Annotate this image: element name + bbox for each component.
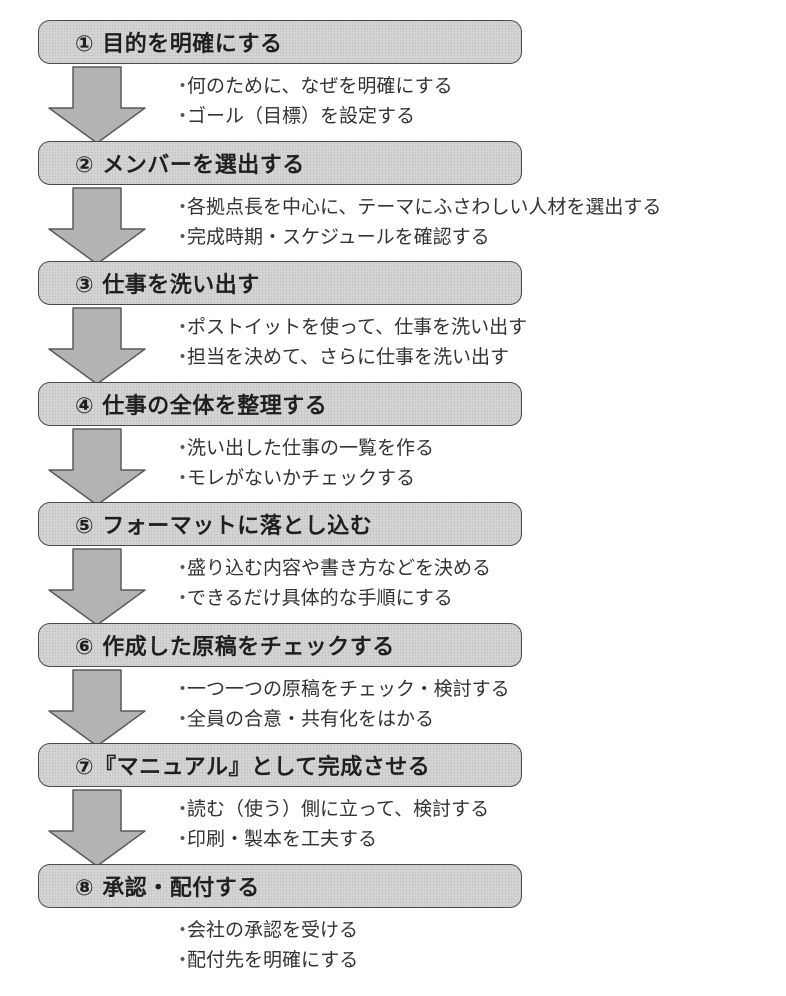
step-bullet-list: ・洗い出した仕事の一覧を作る・モレがないかチェックする [173,433,434,493]
process-step-7: ⑦『マニュアル』として完成させる ・読む（使う）側に立って、検討する・印刷・製本… [0,743,786,867]
step-bullet-item: ・担当を決めて、さらに仕事を洗い出す [173,342,527,372]
step-box: ④ 仕事の全体を整理する [38,381,522,426]
step-box: ② メンバーを選出する [38,140,522,185]
step-title: ⑧ 承認・配付する [75,875,260,901]
step-bullet-item: ・洗い出した仕事の一覧を作る [173,433,434,463]
step-title: ① 目的を明確にする [75,32,283,57]
bullet-marker: ・ [173,828,193,850]
step-bullet-item: ・ポストイットを使って、仕事を洗い出す [173,312,527,342]
down-arrow-icon [48,66,146,144]
step-bullet-item: ・ゴール（目標）を設定する [173,101,453,131]
process-step-4: ④ 仕事の全体を整理する ・洗い出した仕事の一覧を作る・モレがないかチェックする [0,381,786,506]
step-bullet-item: ・全員の合意・共有化をはかる [173,704,510,734]
step-bullet-list: ・各拠点長を中心に、テーマにふさわしい人材を選出する・完成時期・スケジュールを確… [173,192,661,252]
bullet-text: 担当を決めて、さらに仕事を洗い出す [187,346,510,368]
step-bullet-item: ・モレがないかチェックする [173,463,434,493]
step-box: ⑧ 承認・配付する [38,863,522,908]
bullet-text: 各拠点長を中心に、テーマにふさわしい人材を選出する [187,195,662,218]
bullet-marker: ・ [173,918,193,941]
bullet-text: ゴール（目標）を設定する [187,105,416,127]
step-box: ① 目的を明確にする [38,20,522,64]
step-bullet-item: ・盛り込む内容や書き方などを決める [173,553,491,583]
bullet-text: 配付先を明確にする [187,948,359,971]
step-title: ③ 仕事を洗い出す [75,273,260,298]
step-bullet-list: ・ポストイットを使って、仕事を洗い出す・担当を決めて、さらに仕事を洗い出す [173,312,527,372]
bullet-text: 印刷・製本を工夫する [187,828,378,850]
down-arrow-icon [48,548,146,626]
process-step-3: ③ 仕事を洗い出す ・ポストイットを使って、仕事を洗い出す・担当を決めて、さらに… [0,261,786,385]
step-bullet-item: ・できるだけ具体的な手順にする [173,583,491,613]
step-bullet-item: ・読む（使う）側に立って、検討する [173,794,489,824]
bullet-text: 何のために、なぜを明確にする [187,75,453,97]
bullet-marker: ・ [173,707,193,730]
process-step-2: ② メンバーを選出する ・各拠点長を中心に、テーマにふさわしい人材を選出する・完… [0,140,786,265]
step-box: ⑥ 作成した原稿をチェックする [38,622,522,667]
step-bullet-list: ・何のために、なぜを明確にする・ゴール（目標）を設定する [173,71,453,131]
bullet-marker: ・ [173,587,193,609]
step-title: ② メンバーを選出する [75,152,305,178]
bullet-text: ポストイットを使って、仕事を洗い出す [187,316,528,338]
bullet-marker: ・ [173,557,193,579]
bullet-text: 盛り込む内容や書き方などを決める [187,557,492,579]
bullet-marker: ・ [173,225,193,248]
bullet-marker: ・ [173,798,193,820]
step-title: ⑤ フォーマットに落とし込む [75,514,373,539]
bullet-marker: ・ [173,436,193,459]
step-bullet-list: ・会社の承認を受ける・配付先を明確にする [173,915,358,975]
step-bullet-list: ・一つ一つの原稿をチェック・検討する・全員の合意・共有化をはかる [173,674,510,734]
step-box: ⑤ フォーマットに落とし込む [38,502,522,546]
bullet-marker: ・ [173,948,193,971]
down-arrow-icon [48,427,146,506]
bullet-text: モレがないかチェックする [187,466,416,489]
bullet-marker: ・ [173,316,193,338]
step-title: ⑦『マニュアル』として完成させる [75,755,431,780]
bullet-text: 全員の合意・共有化をはかる [187,707,435,730]
step-bullet-list: ・盛り込む内容や書き方などを決める・できるだけ具体的な手順にする [173,553,491,613]
step-title: ④ 仕事の全体を整理する [75,393,328,419]
step-bullet-item: ・各拠点長を中心に、テーマにふさわしい人材を選出する [173,192,661,222]
step-bullet-item: ・何のために、なぜを明確にする [173,71,453,101]
bullet-marker: ・ [173,466,193,489]
process-step-6: ⑥ 作成した原稿をチェックする ・一つ一つの原稿をチェック・検討する・全員の合意… [0,622,786,747]
down-arrow-icon [48,186,146,265]
step-title: ⑥ 作成した原稿をチェックする [75,634,395,660]
step-box: ⑦『マニュアル』として完成させる [38,743,522,787]
bullet-text: 一つ一つの原稿をチェック・検討する [187,677,510,700]
down-arrow-icon [48,668,146,747]
step-bullet-item: ・一つ一つの原稿をチェック・検討する [173,674,510,704]
down-arrow-icon [48,789,146,867]
bullet-text: 洗い出した仕事の一覧を作る [187,436,435,459]
process-step-1: ① 目的を明確にする ・何のために、なぜを明確にする・ゴール（目標）を設定する [0,20,786,144]
bullet-marker: ・ [173,75,193,97]
step-bullet-list: ・読む（使う）側に立って、検討する・印刷・製本を工夫する [173,794,489,854]
process-step-5: ⑤ フォーマットに落とし込む ・盛り込む内容や書き方などを決める・できるだけ具体… [0,502,786,626]
down-arrow-icon [48,307,146,385]
step-bullet-item: ・会社の承認を受ける [173,915,358,945]
bullet-marker: ・ [173,195,193,218]
step-box: ③ 仕事を洗い出す [38,261,522,305]
step-bullet-item: ・印刷・製本を工夫する [173,824,489,854]
bullet-marker: ・ [173,677,193,700]
bullet-text: 読む（使う）側に立って、検討する [187,798,490,820]
bullet-marker: ・ [173,105,193,127]
process-step-8: ⑧ 承認・配付する ・会社の承認を受ける・配付先を明確にする [0,863,786,988]
bullet-marker: ・ [173,346,193,368]
bullet-text: 完成時期・スケジュールを確認する [187,225,490,248]
bullet-text: 会社の承認を受ける [187,918,359,941]
bullet-text: できるだけ具体的な手順にする [187,587,453,609]
step-bullet-item: ・配付先を明確にする [173,945,358,975]
step-bullet-item: ・完成時期・スケジュールを確認する [173,222,661,252]
